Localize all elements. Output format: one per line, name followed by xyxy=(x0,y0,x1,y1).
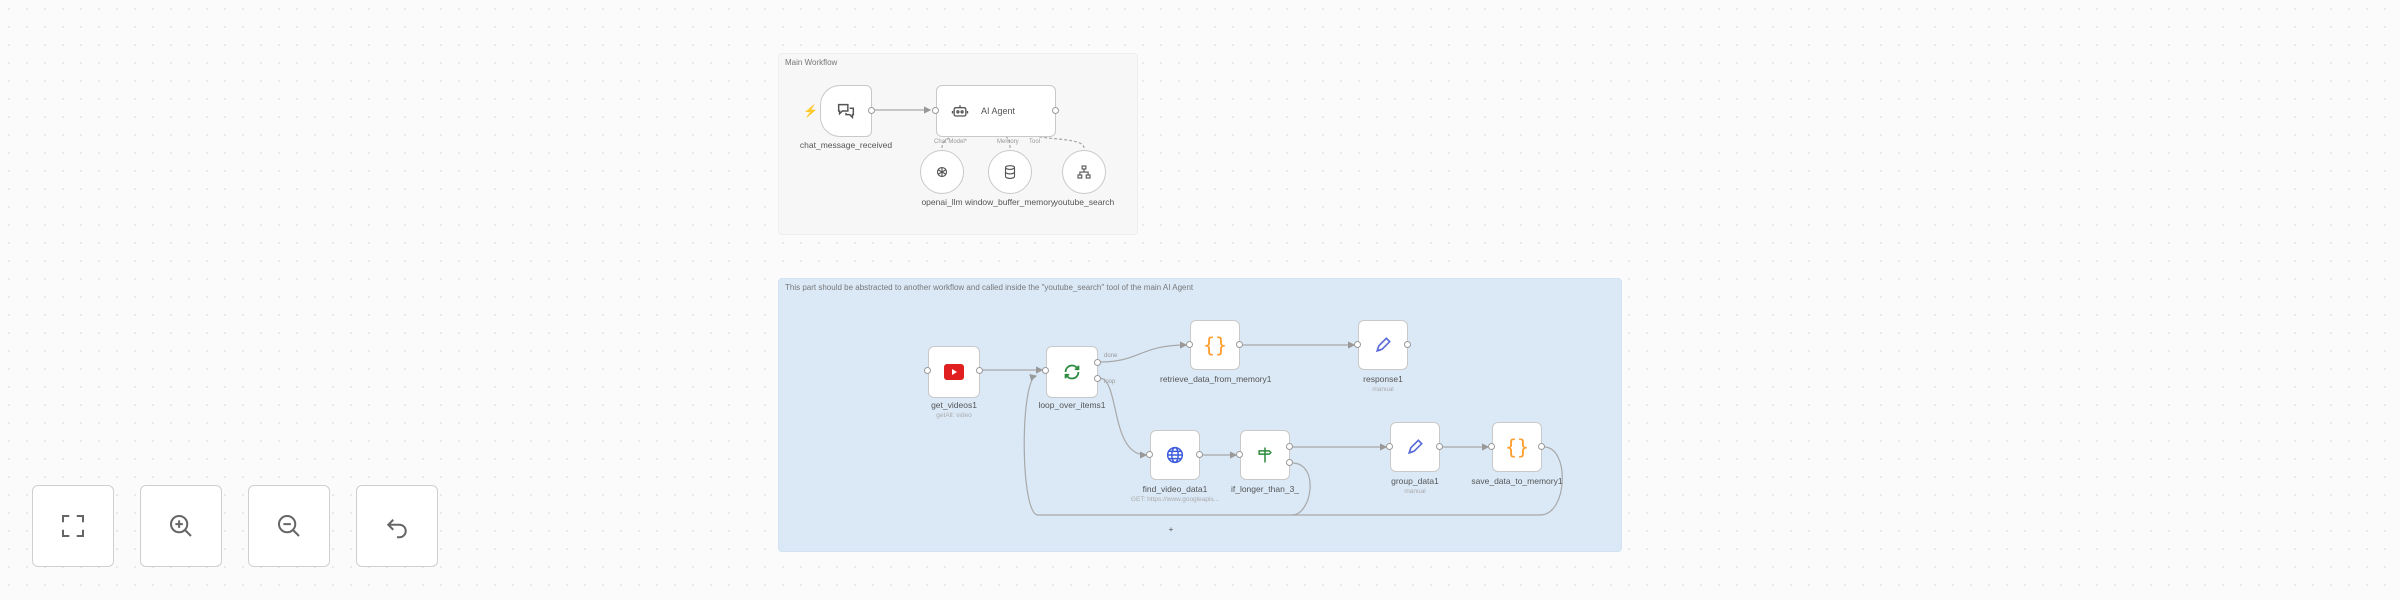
port-label-done: done xyxy=(1104,353,1118,359)
edge-loop-find xyxy=(1099,377,1148,459)
node-openai-label: openai_llm xyxy=(921,197,963,207)
port-get-videos-out[interactable] xyxy=(976,367,983,374)
port-label-chat-model: Chat Model* xyxy=(934,139,968,145)
edge-add-node-marker[interactable]: + xyxy=(1168,524,1174,534)
port-retrieve-out[interactable] xyxy=(1236,341,1243,348)
node-save-label: save_data_to_memory1 xyxy=(1471,476,1563,486)
node-save[interactable]: {} xyxy=(1492,422,1542,472)
zoom-out-icon xyxy=(278,515,300,537)
node-youtube-search-label: youtube_search xyxy=(1053,197,1115,207)
node-if-longer-label: if_longer_than_3_ xyxy=(1230,484,1300,494)
node-retrieve[interactable]: {} xyxy=(1190,320,1240,370)
signpost-icon xyxy=(1252,442,1278,468)
openai-icon xyxy=(929,159,955,185)
database-icon xyxy=(997,159,1023,185)
node-loop[interactable] xyxy=(1046,346,1098,398)
edge-save-loop xyxy=(1023,374,1563,516)
port-trigger-out[interactable] xyxy=(868,107,875,114)
fullscreen-icon xyxy=(62,515,84,537)
node-ai-agent-label: AI Agent xyxy=(981,106,1016,116)
node-if-longer[interactable] xyxy=(1240,430,1290,480)
node-loop-label: loop_over_items1 xyxy=(1038,400,1106,410)
node-youtube-search[interactable] xyxy=(1062,150,1106,194)
edge-youtube-agent xyxy=(1035,135,1085,149)
sitemap-icon xyxy=(1071,159,1097,185)
node-response-label: response1 xyxy=(1363,374,1403,384)
node-openai[interactable] xyxy=(920,150,964,194)
port-group-in[interactable] xyxy=(1386,443,1393,450)
reset-zoom-button[interactable] xyxy=(356,485,438,567)
undo-icon xyxy=(386,519,407,539)
robot-icon xyxy=(947,98,973,124)
port-save-in[interactable] xyxy=(1488,443,1495,450)
port-find-video-in[interactable] xyxy=(1146,451,1153,458)
node-memory[interactable] xyxy=(988,150,1032,194)
port-group-out[interactable] xyxy=(1436,443,1443,450)
node-chat-trigger-label: chat_message_received xyxy=(799,140,893,150)
node-find-video-sublabel: GET: https://www.googleapis... xyxy=(1130,496,1220,503)
port-label-memory: Memory xyxy=(997,139,1019,145)
node-get-videos-label: get_videos1 xyxy=(931,400,977,410)
port-get-videos-in[interactable] xyxy=(924,367,931,374)
port-retrieve-in[interactable] xyxy=(1186,341,1193,348)
node-response-sublabel: manual xyxy=(1372,386,1394,393)
code-braces-icon: {} xyxy=(1202,333,1228,357)
node-find-video-label: find_video_data1 xyxy=(1142,484,1208,494)
port-label-loop: loop xyxy=(1104,379,1116,385)
port-agent-out[interactable] xyxy=(1052,107,1059,114)
sticky-note-main[interactable]: Main Workflow xyxy=(778,53,1138,235)
node-ai-agent[interactable]: AI Agent xyxy=(936,85,1056,137)
port-response-in[interactable] xyxy=(1354,341,1361,348)
code-braces-icon: {} xyxy=(1504,435,1530,459)
port-loop-loop[interactable] xyxy=(1094,375,1101,382)
node-response[interactable] xyxy=(1358,320,1408,370)
globe-icon xyxy=(1162,442,1188,468)
port-loop-done[interactable] xyxy=(1094,359,1101,366)
node-memory-label: window_buffer_memory xyxy=(964,197,1056,207)
node-group-sublabel: manual xyxy=(1404,488,1426,495)
pen-icon xyxy=(1402,434,1428,460)
youtube-icon xyxy=(941,359,967,385)
port-label-tool: Tool xyxy=(1029,139,1041,145)
port-agent-in[interactable] xyxy=(932,107,939,114)
zoom-in-button[interactable] xyxy=(140,485,222,567)
sticky-note-subworkflow-text: This part should be abstracted to anothe… xyxy=(785,283,1194,292)
pen-icon xyxy=(1370,332,1396,358)
port-save-out[interactable] xyxy=(1538,443,1545,450)
node-get-videos[interactable] xyxy=(928,346,980,398)
node-group-label: group_data1 xyxy=(1391,476,1439,486)
port-if-false[interactable] xyxy=(1286,459,1293,466)
loop-arrows-icon xyxy=(1059,359,1085,385)
port-loop-in[interactable] xyxy=(1042,367,1049,374)
node-chat-trigger[interactable] xyxy=(820,85,872,137)
port-if-true[interactable] xyxy=(1286,443,1293,450)
port-response-out[interactable] xyxy=(1404,341,1411,348)
node-group[interactable] xyxy=(1390,422,1440,472)
zoom-to-fit-button[interactable] xyxy=(32,485,114,567)
sticky-note-main-text: Main Workflow xyxy=(785,58,838,67)
port-if-in[interactable] xyxy=(1236,451,1243,458)
chat-bubbles-icon xyxy=(833,98,859,124)
port-find-video-out[interactable] xyxy=(1196,451,1203,458)
node-retrieve-label: retrieve_data_from_memory1 xyxy=(1160,374,1272,384)
edge-if-false-loop xyxy=(1291,462,1311,516)
trigger-bolt-icon: ⚡ xyxy=(803,104,818,118)
node-find-video[interactable] xyxy=(1150,430,1200,480)
node-get-videos-sublabel: getAll: video xyxy=(936,412,972,419)
zoom-out-button[interactable] xyxy=(248,485,330,567)
zoom-in-icon xyxy=(170,515,192,537)
edge-loop-retrieve xyxy=(1099,341,1188,363)
